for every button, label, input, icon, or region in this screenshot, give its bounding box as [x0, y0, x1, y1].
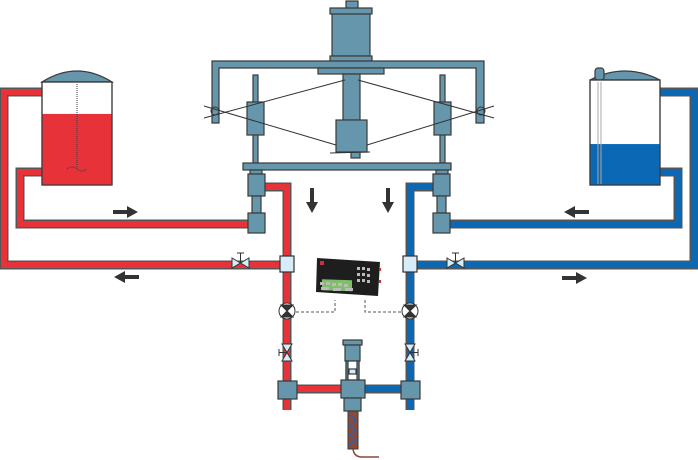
mixing-unit — [277, 339, 421, 412]
arrow-left-icon — [114, 271, 139, 283]
controller-logo — [320, 261, 324, 265]
pumps[interactable] — [278, 302, 419, 320]
cold-fluid-pipes — [362, 87, 698, 410]
heater-probe-icon — [347, 410, 379, 458]
arrow-down-icon — [306, 188, 318, 213]
tank-fluid — [42, 113, 112, 185]
tank-fluid — [590, 144, 660, 185]
junction-block — [277, 380, 298, 400]
hydraulic-press-icon — [203, 0, 495, 234]
valves[interactable] — [231, 252, 465, 362]
tee-fittings — [279, 255, 418, 273]
junction-block — [400, 380, 421, 400]
arrow-right-icon — [562, 272, 587, 284]
hot-tank — [39, 70, 115, 186]
pump-icon — [401, 302, 419, 320]
arrow-left-icon — [564, 206, 589, 218]
cold-tank — [589, 67, 661, 186]
tank-dome — [39, 70, 115, 83]
controller-icon[interactable] — [316, 258, 381, 296]
pump-icon — [278, 302, 296, 320]
flow-arrows — [113, 188, 589, 284]
agitator-blade-icon — [66, 166, 88, 172]
arrow-right-icon — [113, 206, 138, 218]
arrow-down-icon — [382, 188, 394, 213]
hot-fluid-pipes — [0, 87, 342, 410]
tank-vent — [594, 67, 605, 81]
signal-lines — [296, 300, 401, 313]
